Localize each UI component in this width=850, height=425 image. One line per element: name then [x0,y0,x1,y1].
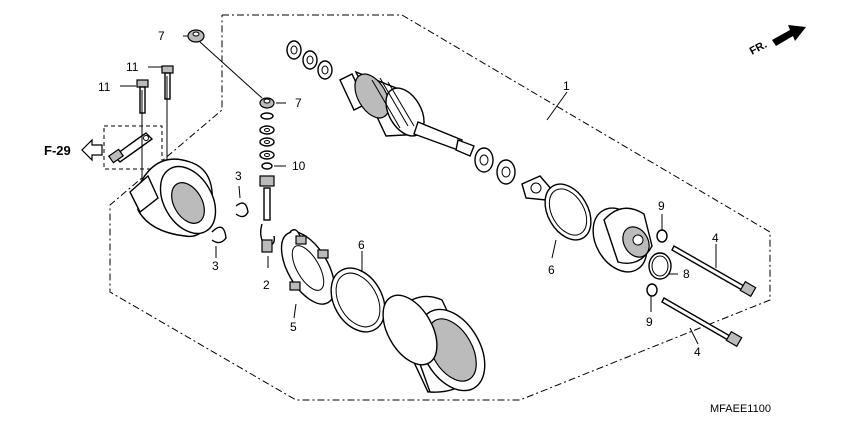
callout-10[interactable]: 10 [292,159,306,173]
callout-4-lower[interactable]: 4 [694,345,701,359]
callout-9-lower[interactable]: 9 [646,315,653,329]
clip-3-lower [211,226,227,244]
washer-9-lower [646,283,658,297]
long-bolt-4-upper [671,245,757,298]
callout-11-b[interactable]: 11 [98,80,111,94]
leader-line [551,239,557,259]
callout-3-upper[interactable]: 3 [235,169,242,183]
callout-1[interactable]: 1 [563,79,570,93]
callout-11-a[interactable]: 11 [126,60,139,74]
leader-line [293,303,297,319]
rear-cover [129,158,217,238]
reference-arrow-icon [81,138,103,162]
front-direction-label: FR. [748,39,769,58]
callout-3-lower[interactable]: 3 [212,259,219,273]
armature [339,70,475,157]
terminal-bolt-2 [259,187,276,253]
terminal-insulator [259,175,275,187]
leader-line [689,327,699,345]
callout-8[interactable]: 8 [683,267,690,281]
diagram-code: MFAEE1100 [710,403,771,415]
clip-3-upper [235,202,249,218]
nut-7-stack [259,97,275,109]
callout-2[interactable]: 2 [263,278,270,292]
callout-4-upper[interactable]: 4 [712,231,719,245]
callout-7-stack[interactable]: 7 [295,96,302,110]
callout-6-left[interactable]: 6 [358,238,365,252]
brush-holder [280,229,336,305]
front-direction-arrow: FR. [748,25,806,58]
leader-line [199,41,263,99]
reference-page-label[interactable]: F-29 [44,143,71,158]
leader-line [238,185,241,199]
armature-washers [286,40,333,80]
terminal-detail-box [103,125,163,170]
shaft-washers [474,147,516,185]
starter-yoke [382,294,486,393]
assembly-outline [109,14,771,401]
washer-stack [259,112,275,170]
front-cover [592,207,653,273]
callout-7-top[interactable]: 7 [158,29,165,43]
callout-9-upper[interactable]: 9 [658,199,665,213]
callout-5[interactable]: 5 [290,320,297,334]
washer-9-upper [656,229,668,243]
nut-7-top [187,29,205,43]
leader-line [546,91,568,121]
long-bolt-4-lower [661,297,743,348]
terminal-lug [107,132,154,164]
callout-6-right[interactable]: 6 [548,263,555,277]
